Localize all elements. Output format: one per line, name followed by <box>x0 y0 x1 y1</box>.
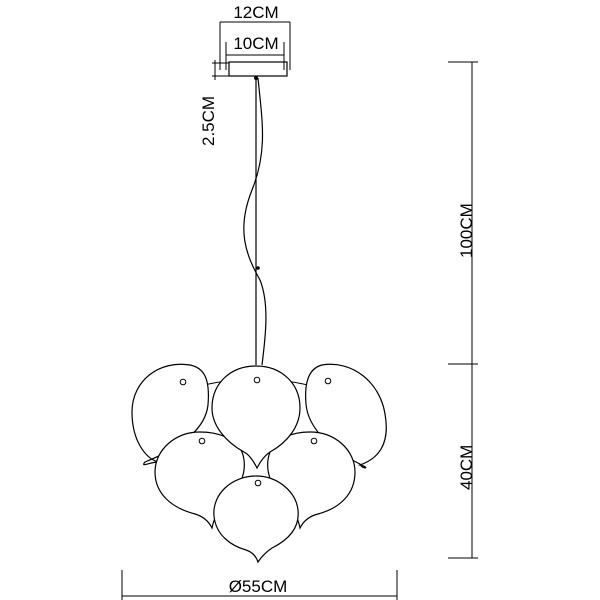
canopy <box>228 61 288 80</box>
cable-length-label: 100CM <box>457 203 476 258</box>
inner-width-label: 10CM <box>233 34 278 53</box>
petal-top-center <box>211 365 301 470</box>
diameter-dimension: Ø55CM <box>121 570 398 600</box>
canopy-height-dimension: 2.5CM <box>199 60 229 146</box>
petal-bottom <box>213 475 299 564</box>
power-cord <box>243 77 267 366</box>
petal-cluster <box>131 363 387 564</box>
diameter-label: Ø55CM <box>229 577 288 596</box>
suspension-cables <box>243 77 267 366</box>
petal-upper-right <box>305 363 387 469</box>
canopy-width-dimensions: 12CM 10CM <box>219 3 291 70</box>
canopy-plate <box>228 61 288 77</box>
height-dimensions: 100CM 40CM <box>448 61 478 559</box>
shade-height-label: 40CM <box>457 445 476 490</box>
outer-width-label: 12CM <box>233 3 278 22</box>
canopy-height-label: 2.5CM <box>199 96 218 146</box>
petal-upper-left <box>131 363 210 466</box>
